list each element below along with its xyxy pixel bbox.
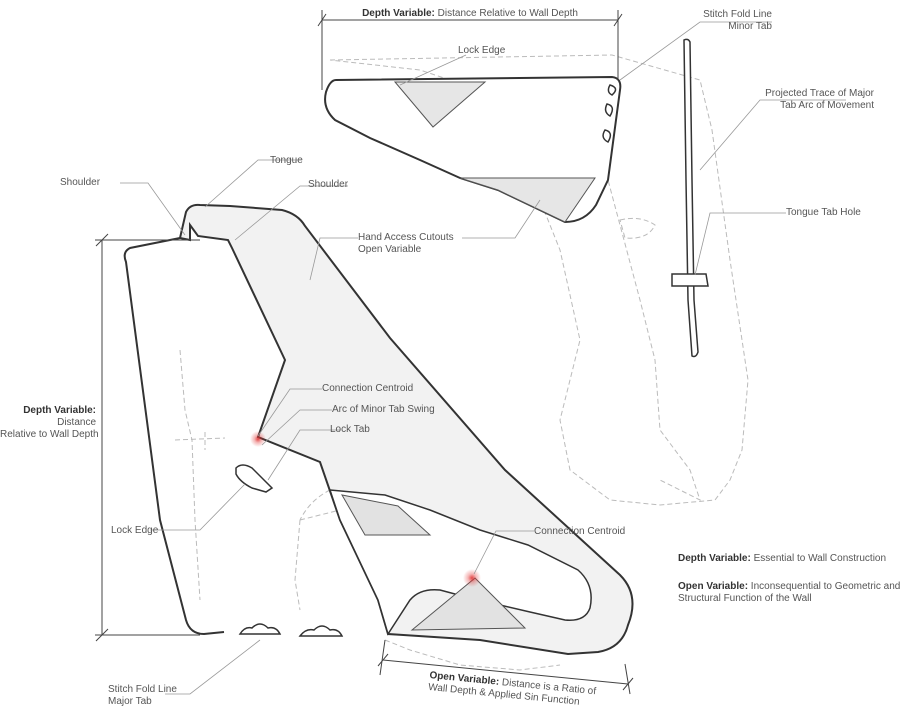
- legend-depth: Depth Variable: Essential to Wall Constr…: [678, 553, 886, 565]
- callout-arc-minor-tab: Arc of Minor Tab Swing: [332, 404, 435, 415]
- stitch-fold-major-line1: Stitch Fold Line: [108, 684, 177, 695]
- legend-open: Open Variable: Inconsequential to Geomet…: [678, 581, 900, 605]
- legend-open-bold: Open Variable:: [678, 581, 749, 592]
- connection-centroid-2-marker: [463, 569, 481, 587]
- callout-stitch-fold-minor: Stitch Fold Line Minor Tab: [672, 9, 772, 33]
- callout-hand-access: Hand Access Cutouts Open Variable: [358, 232, 454, 256]
- callout-shoulder-right: Shoulder: [308, 179, 349, 190]
- stitch-fold-major-line2: Major Tab: [108, 696, 152, 707]
- callout-shoulder-left: Shoulder: [60, 177, 101, 188]
- projected-trace-line2: Tab Arc of Movement: [780, 100, 874, 111]
- connection-centroid-1-marker: [250, 431, 266, 447]
- depth-left-line3: Relative to Wall Depth: [0, 429, 99, 440]
- depth-top-bold: Depth Variable:: [362, 8, 435, 19]
- depth-top-label: Depth Variable: Distance Relative to Wal…: [322, 8, 618, 20]
- stitch-fold-minor-line2: Minor Tab: [728, 21, 772, 32]
- leader-lines: [120, 21, 846, 695]
- projected-trace-arc: [671, 38, 709, 358]
- major-tab-shape: [123, 203, 634, 656]
- minor-tab-shape: [324, 75, 622, 224]
- callout-connection-centroid-1: Connection Centroid: [322, 383, 414, 394]
- hand-access-line2: Open Variable: [358, 244, 422, 255]
- callout-lock-edge-left: Lock Edge: [111, 525, 159, 536]
- depth-left-bold: Depth Variable:: [23, 405, 96, 416]
- legend-depth-bold: Depth Variable:: [678, 553, 751, 564]
- callout-tongue: Tongue: [270, 155, 303, 166]
- legend-open-text: Inconsequential to Geometric and: [748, 581, 900, 592]
- legend-depth-text: Essential to Wall Construction: [750, 553, 887, 564]
- depth-left-label: Depth Variable: Distance Relative to Wal…: [0, 405, 99, 441]
- hand-access-line1: Hand Access Cutouts: [358, 232, 454, 243]
- stitch-fold-minor-line1: Stitch Fold Line: [703, 9, 772, 20]
- callout-lock-tab: Lock Tab: [330, 424, 370, 435]
- callout-stitch-fold-major: Stitch Fold Line Major Tab: [108, 684, 177, 708]
- dimension-lines: [95, 10, 634, 695]
- callout-lock-edge-top: Lock Edge: [458, 45, 506, 56]
- callout-connection-centroid-2: Connection Centroid: [534, 526, 626, 537]
- callout-projected-trace: Projected Trace of Major Tab Arc of Move…: [736, 88, 874, 112]
- depth-left-line2: Distance: [57, 417, 96, 428]
- depth-top-text: Distance Relative to Wall Depth: [434, 8, 578, 19]
- projected-trace-line1: Projected Trace of Major: [765, 88, 874, 99]
- legend-open-line2: Structural Function of the Wall: [678, 593, 812, 604]
- callout-tongue-tab-hole: Tongue Tab Hole: [786, 207, 861, 218]
